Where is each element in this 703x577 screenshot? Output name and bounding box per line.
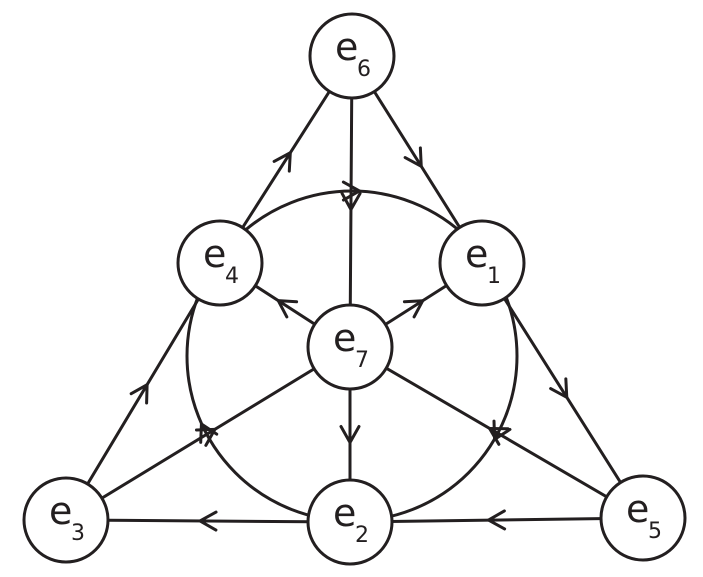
- node-e5-circle: [599, 474, 687, 562]
- node-e1-subscript: 1: [487, 264, 501, 289]
- arrow-e3-e4: [129, 383, 149, 405]
- edge-e3-e7: [64, 345, 352, 522]
- node-e1-circle: [438, 219, 526, 307]
- node-e1-label: e: [465, 232, 488, 276]
- arrow-e2-e4: [199, 422, 219, 444]
- arrow-e5-e2: [487, 509, 507, 531]
- arrow-e1-e5: [549, 377, 569, 399]
- node-e5-label: e: [626, 487, 649, 531]
- node-e5-subscript: 5: [648, 519, 662, 544]
- arrow-e6-e1: [403, 146, 423, 168]
- arrow-e7-e4: [276, 299, 299, 319]
- node-e6-label: e: [335, 25, 358, 69]
- node-e6: e6: [308, 12, 396, 100]
- arrow-e1-e2: [492, 419, 512, 441]
- edge-e2-e3: [64, 518, 352, 524]
- node-e1: e1: [438, 219, 526, 307]
- node-e3: e3: [22, 476, 110, 564]
- edge-e3-e4: [64, 261, 222, 522]
- edge-e5-e7: [348, 345, 645, 520]
- node-e7-subscript: 7: [355, 348, 369, 373]
- node-e3-subscript: 3: [71, 521, 85, 546]
- node-e3-label: e: [49, 489, 72, 533]
- edge-e6-e7: [348, 54, 354, 349]
- node-e5: e5: [599, 474, 687, 562]
- node-e6-circle: [308, 12, 396, 100]
- node-e2-subscript: 2: [355, 523, 369, 548]
- node-e4-subscript: 4: [225, 264, 239, 289]
- arrow-e2-e3: [198, 510, 218, 532]
- arrow-e7-e2: [339, 425, 361, 444]
- arrow-e7-e1: [402, 299, 425, 319]
- node-e4: e4: [176, 219, 264, 307]
- node-e2-circle: [306, 478, 394, 566]
- node-e2: e2: [306, 478, 394, 566]
- edge-e5-e2: [348, 516, 645, 524]
- node-e4-circle: [176, 219, 264, 307]
- node-e2-label: e: [333, 491, 356, 535]
- edge-e1-e5: [480, 261, 645, 520]
- arrow-e4-e6: [272, 151, 292, 173]
- edges-layer: [64, 54, 645, 524]
- node-e4-label: e: [203, 232, 226, 276]
- node-e7-circle: [306, 303, 394, 391]
- node-e3-circle: [22, 476, 110, 564]
- node-e6-subscript: 6: [357, 57, 371, 82]
- node-e7: e7: [306, 303, 394, 391]
- arrow-e4-e1: [341, 180, 361, 202]
- arrows-layer: [129, 146, 569, 532]
- node-e7-label: e: [333, 316, 356, 360]
